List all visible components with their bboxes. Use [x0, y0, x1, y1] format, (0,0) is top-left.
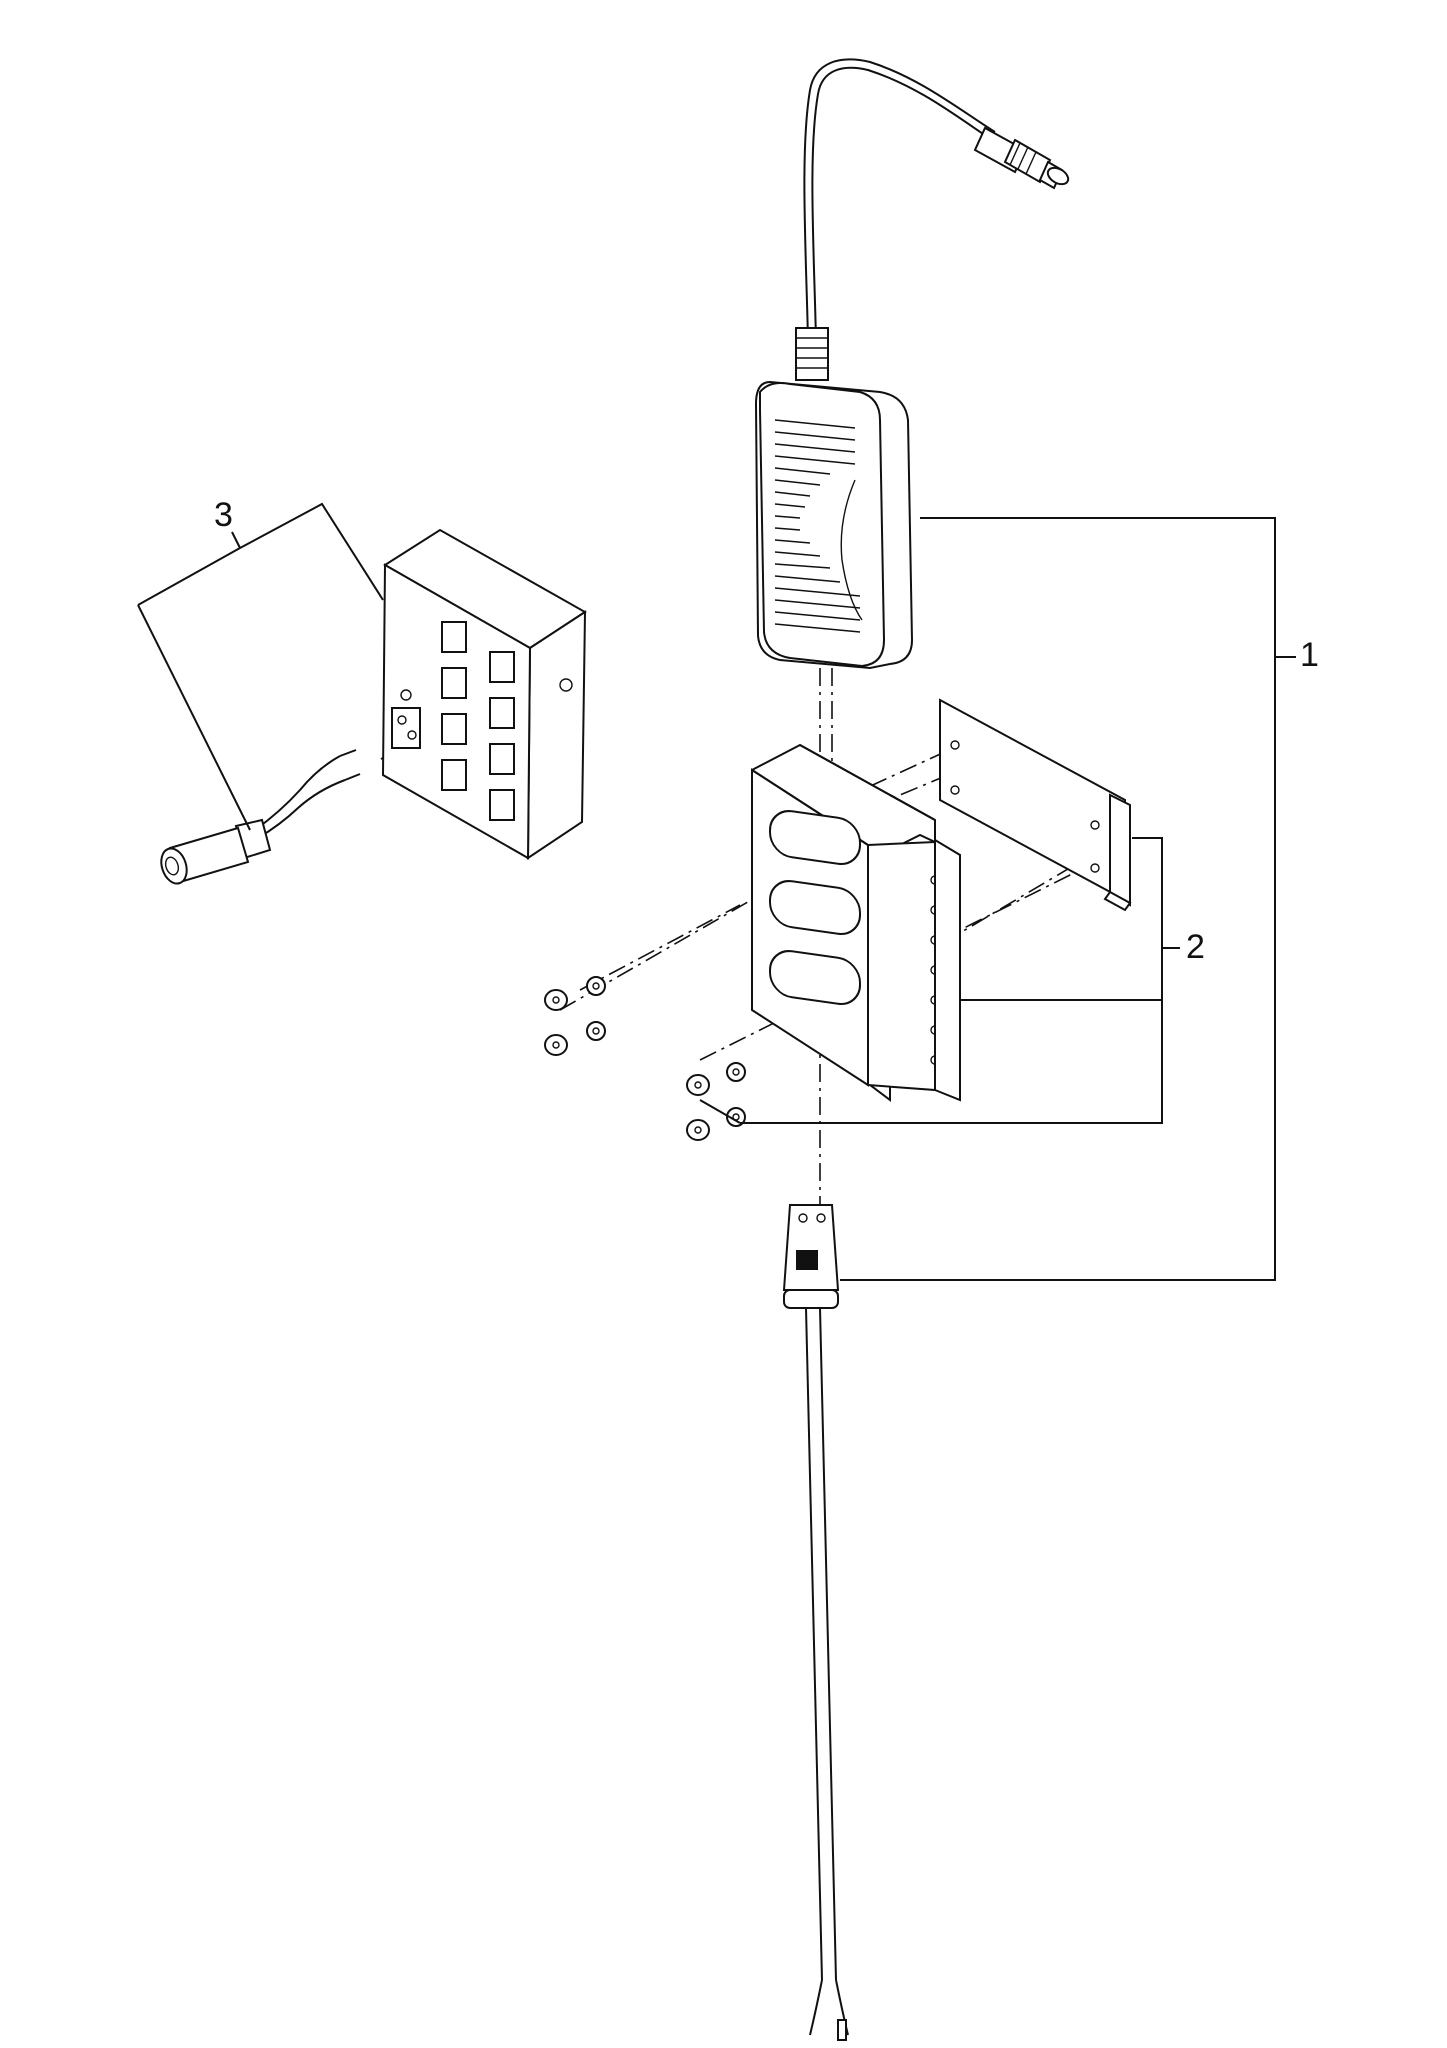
screw-3: [686, 1062, 746, 1096]
dc-input-cable: [160, 749, 361, 885]
port-column-a: [441, 621, 467, 791]
distribution-box: [381, 528, 587, 860]
port-column-b: [489, 651, 515, 821]
screw-1: [544, 976, 606, 1011]
mains-cable: [805, 1307, 849, 2041]
callout-3: 3: [214, 496, 233, 534]
callout-leader-3: [137, 502, 384, 831]
iec-mains-connector: [782, 1204, 840, 1309]
power-supply-unit: [754, 380, 914, 670]
callout-leader-1: [840, 517, 1296, 1281]
callout-1: 1: [1300, 636, 1319, 674]
callout-leader-2: [699, 837, 1180, 1124]
vent-grille: [774, 419, 863, 633]
cable-strain-relief-top: [795, 327, 829, 381]
screw-4: [686, 1107, 746, 1141]
terminal-block: [391, 689, 421, 749]
dc-output-cable: [795, 58, 996, 381]
mounting-bracket: [751, 698, 1132, 1102]
screw-2: [544, 1021, 606, 1056]
callout-2: 2: [1186, 928, 1205, 966]
dc-barrel-plug: [973, 126, 1070, 190]
screws-and-washers: [544, 976, 746, 1141]
